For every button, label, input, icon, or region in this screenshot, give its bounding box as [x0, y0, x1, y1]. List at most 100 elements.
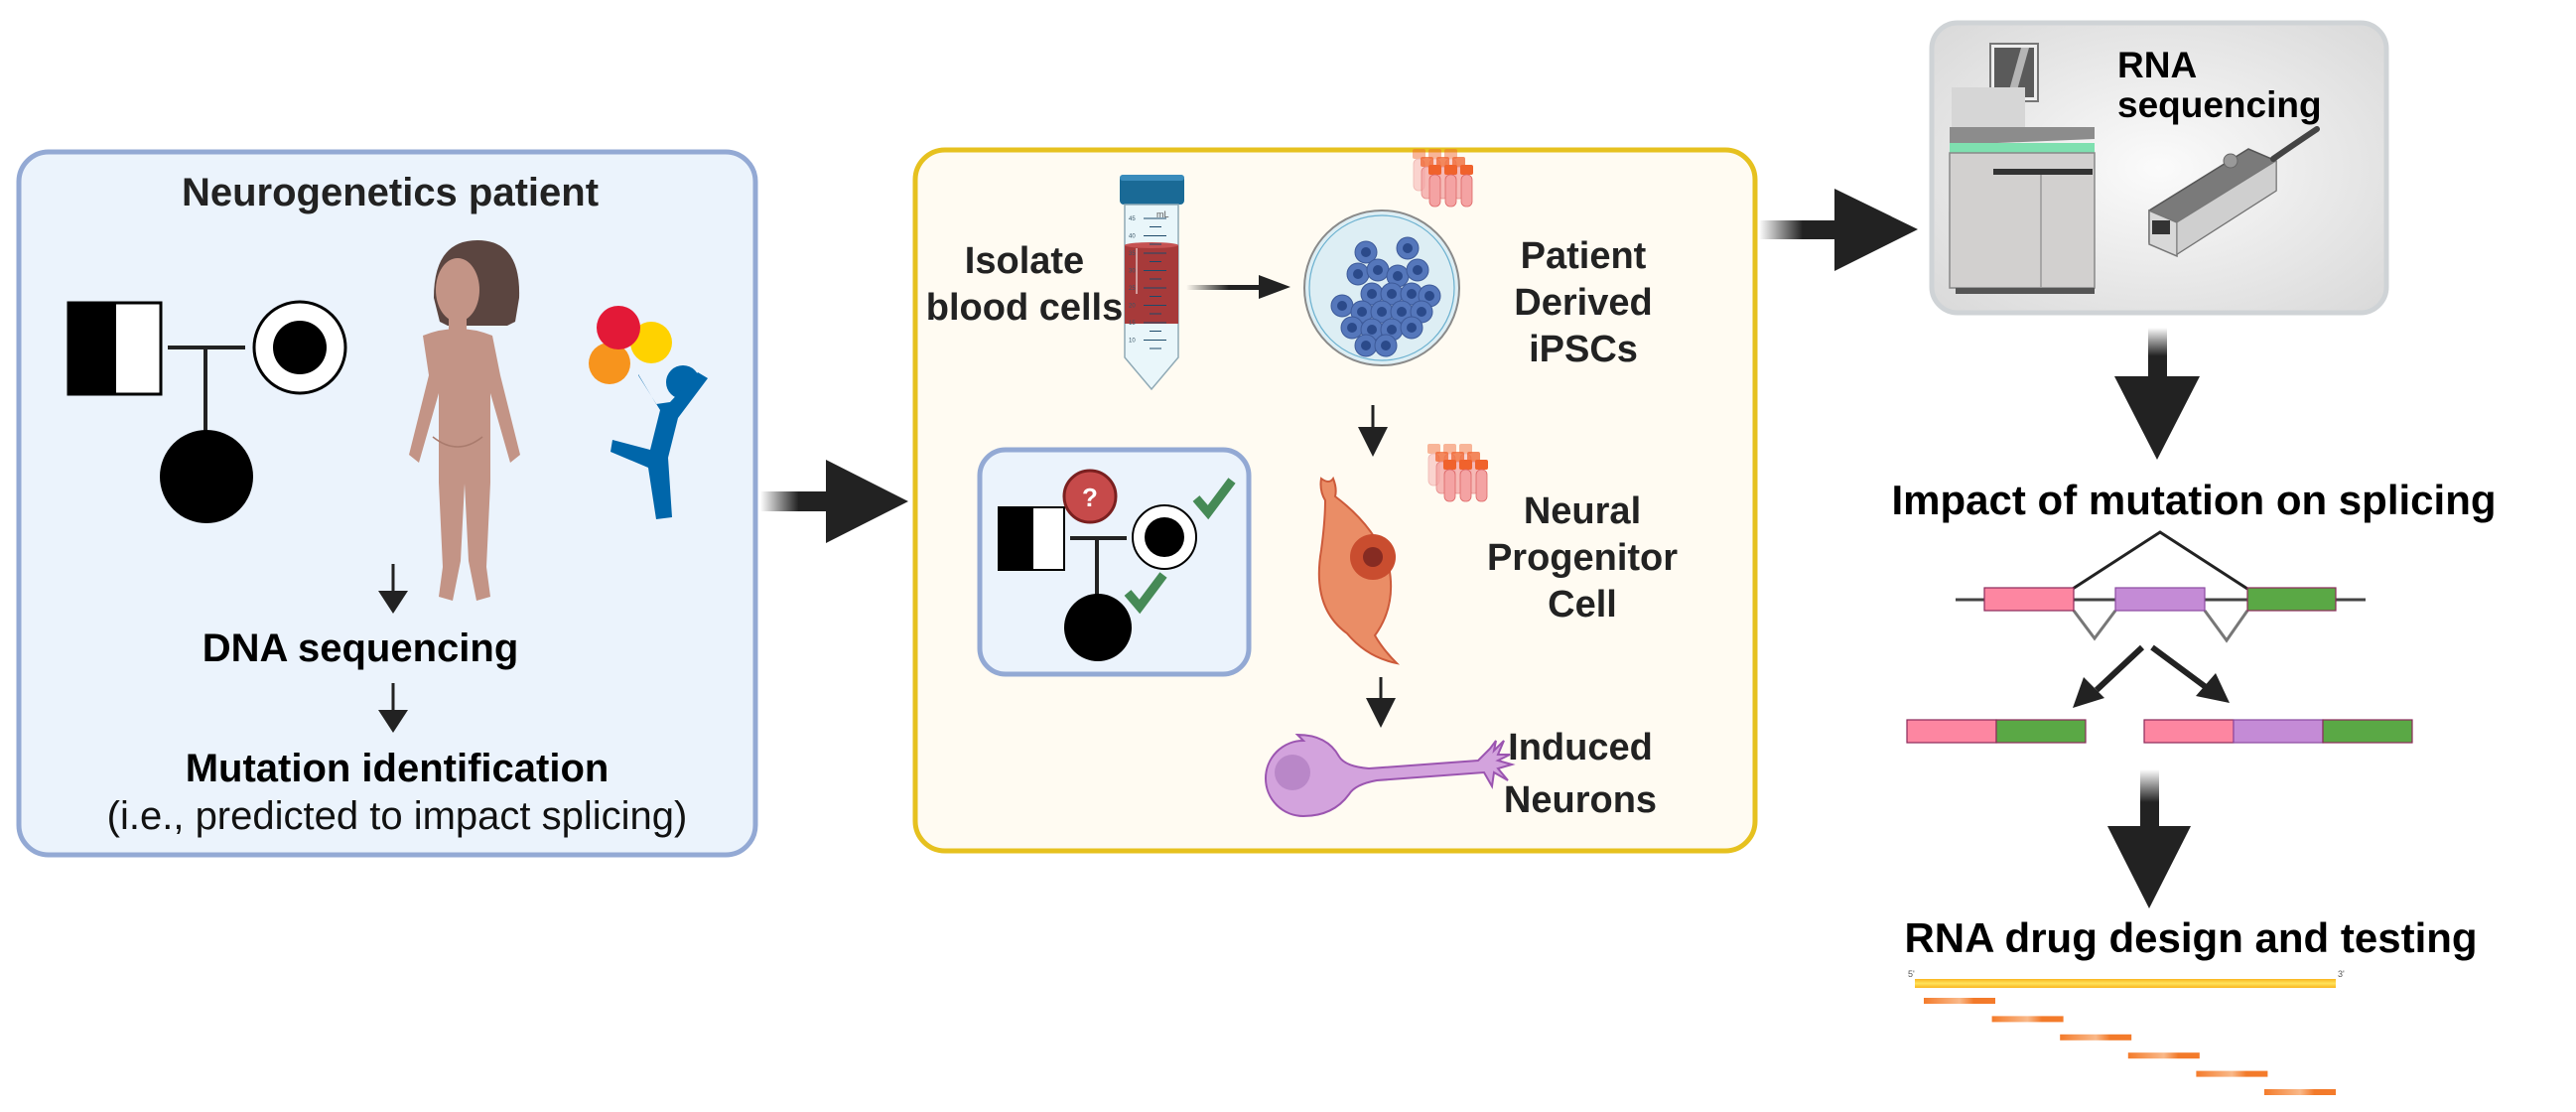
- father-symbol-fill: [68, 303, 116, 394]
- patient-panel-title: Neurogenetics patient: [182, 171, 599, 214]
- cryovials-icon: [1427, 444, 1488, 502]
- tube-graduation: 20: [1129, 304, 1166, 315]
- ipsc-cell: [1330, 294, 1354, 318]
- ipsc-cell: [1354, 240, 1378, 264]
- mutation-identification-note: (i.e., predicted to impact splicing): [107, 794, 688, 838]
- ipsc-cell: [1340, 316, 1364, 340]
- rna-sequencing-panel: RNA sequencing: [1929, 20, 2389, 316]
- patient-figure-icon: [409, 240, 520, 601]
- ipsc-cell: [1346, 262, 1370, 286]
- splicing-diagram: [1906, 530, 2413, 744]
- ipsc-cell: [1374, 334, 1398, 357]
- arrow-diagonal-right-icon: [2150, 644, 2230, 703]
- nanopore-device-icon: [2148, 126, 2320, 258]
- ipsc-cell: [1400, 316, 1424, 340]
- arrow-right-icon: [1759, 189, 1918, 271]
- mother-symbol-dot: [273, 321, 327, 374]
- cryovial: [1428, 165, 1441, 208]
- child-symbol: [1064, 594, 1132, 661]
- antisense-oligo: [1991, 1016, 2064, 1023]
- ipsc-cell: [1396, 236, 1420, 260]
- neural-progenitor-cell-icon: [1317, 476, 1401, 665]
- npc-label-line1: Neural: [1524, 490, 1641, 532]
- tube-graduation-label: 25: [1129, 286, 1136, 292]
- blood-tube-icon: mL 45 40 35 30 25 20 15 10: [1120, 175, 1184, 391]
- arrow-right-icon: [760, 460, 908, 543]
- ipsc-label-line2: Derived: [1514, 282, 1652, 324]
- arrow-down-icon: [378, 564, 408, 614]
- pedigree-icon: [67, 300, 347, 523]
- sequencer-machine-icon: [1949, 43, 2096, 294]
- drug-design-title: RNA drug design and testing: [1904, 914, 2477, 961]
- tube-graduation-label: 15: [1129, 321, 1136, 327]
- npc-label-line2: Progenitor: [1487, 537, 1678, 579]
- tube-unit-label: mL: [1156, 209, 1169, 219]
- cryovials-icon: [1413, 149, 1473, 208]
- tube-graduation-label: 20: [1129, 304, 1136, 310]
- target-rna-strand: [1915, 979, 2336, 988]
- tube-graduation-label: 40: [1129, 234, 1136, 240]
- isolate-label-line2: blood cells: [926, 287, 1123, 329]
- ipsc-cell: [1360, 282, 1384, 306]
- tube-graduation-label: 45: [1129, 216, 1136, 222]
- dna-sequencing-label: DNA sequencing: [203, 626, 519, 670]
- exon-2: [2114, 587, 2206, 612]
- inclusion-junction: [2203, 610, 2249, 643]
- three-prime-label: 3': [2338, 969, 2345, 979]
- inclusion-junction: [2072, 610, 2117, 641]
- tube-graduation: 10: [1129, 339, 1166, 349]
- npc-label-line3: Cell: [1548, 584, 1617, 626]
- cryovial: [1475, 460, 1488, 502]
- tube-graduation: 25: [1129, 286, 1166, 297]
- tube-graduation-label: 35: [1129, 251, 1136, 257]
- ipsc-label-line1: Patient: [1521, 235, 1647, 277]
- tube-graduation-label: 30: [1129, 269, 1136, 275]
- checkmark-icon: [1192, 478, 1236, 520]
- ipsc-cell: [1380, 282, 1404, 306]
- cell-model-panel: Isolate blood cells mL 45 40 35 30 25 20 15 10: [912, 147, 1758, 854]
- question-mark-label: ?: [1082, 483, 1098, 512]
- question-icon: ?: [1062, 469, 1118, 524]
- exon-3: [2246, 587, 2337, 612]
- tube-graduation: 45: [1129, 216, 1166, 227]
- ipsc-label-line3: iPSCs: [1529, 329, 1638, 370]
- rna-sequencing-label-line1: RNA: [2117, 45, 2197, 85]
- rna-sequencing-label-line2: sequencing: [2117, 84, 2322, 125]
- checkmark-icon: [1124, 572, 1167, 615]
- cryovial: [1444, 165, 1457, 208]
- patient-panel-box: [16, 149, 758, 858]
- family-validation-box: ?: [977, 447, 1252, 677]
- isoform-exon-included: [2143, 719, 2413, 744]
- petri-dish-ipsc-icon: [1303, 209, 1460, 366]
- tube-graduation-label: 10: [1129, 339, 1136, 345]
- arrow-down-icon: [2107, 769, 2191, 908]
- ipsc-cell: [1370, 300, 1394, 324]
- ipsc-cell: [1406, 258, 1429, 282]
- antisense-oligo: [2264, 1089, 2336, 1095]
- cryovial: [1459, 460, 1472, 502]
- cryovial: [1460, 165, 1473, 208]
- arrow-down-icon: [1366, 677, 1396, 728]
- tube-graduation: 35: [1129, 251, 1166, 262]
- arrow-diagonal-left-icon: [2073, 644, 2145, 708]
- ipsc-cell: [1366, 258, 1390, 282]
- cryovial: [1443, 460, 1456, 502]
- tube-graduation: 15: [1129, 321, 1166, 332]
- tube-graduation: 30: [1129, 269, 1166, 280]
- arrow-down-icon: [1358, 405, 1388, 457]
- neuron-label-line1: Induced: [1508, 727, 1653, 768]
- antisense-oligo: [2196, 1070, 2268, 1077]
- antisense-oligo: [2060, 1034, 2132, 1041]
- tube-graduation: 40: [1129, 234, 1166, 245]
- child-symbol: [160, 430, 253, 523]
- antisense-oligo: [1924, 998, 1995, 1004]
- ipsc-cell: [1354, 334, 1378, 357]
- five-prime-label: 5': [1908, 969, 1915, 979]
- induced-neuron-icon: [1265, 733, 1516, 818]
- isolate-label-line1: Isolate: [965, 240, 1084, 282]
- neuron-label-line2: Neurons: [1504, 779, 1657, 821]
- splicing-title: Impact of mutation on splicing: [1892, 477, 2497, 523]
- isoform-exon-skipped: [1906, 719, 2087, 744]
- patient-panel: Neurogenetics patient: [16, 149, 758, 858]
